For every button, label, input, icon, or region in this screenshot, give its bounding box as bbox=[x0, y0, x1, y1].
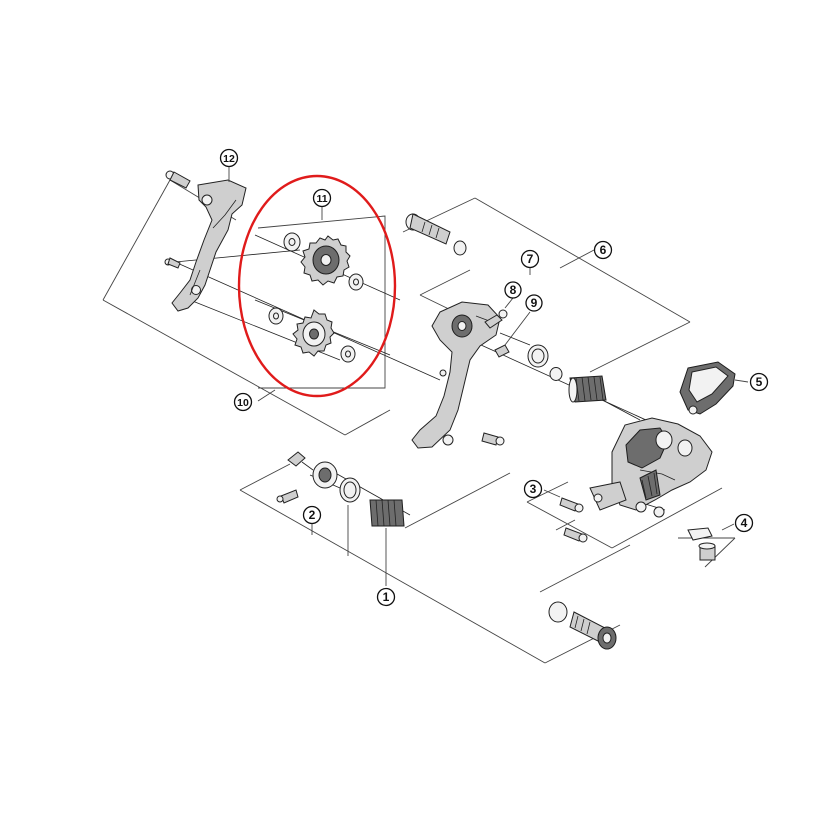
callout-8-label: 8 bbox=[510, 283, 517, 297]
callout-4-label: 4 bbox=[741, 516, 748, 530]
callout-leaders bbox=[228, 167, 749, 586]
callout-4: 4 bbox=[734, 513, 754, 533]
callout-6: 6 bbox=[593, 240, 613, 260]
callout-12: 12 bbox=[219, 148, 239, 168]
callout-7: 7 bbox=[520, 249, 540, 269]
callout-3: 3 bbox=[523, 479, 543, 499]
callout-11-label: 11 bbox=[316, 193, 327, 205]
callout-3-label: 3 bbox=[530, 482, 537, 496]
cover-part bbox=[679, 361, 736, 415]
highlight-ellipse bbox=[237, 174, 397, 398]
callout-6-label: 6 bbox=[600, 243, 607, 257]
adjust-screws-part bbox=[559, 497, 588, 543]
group-outline-4 bbox=[678, 537, 736, 568]
pulley-set-part bbox=[268, 232, 364, 363]
outer-plate-part bbox=[164, 170, 247, 312]
callout-9: 9 bbox=[525, 294, 543, 312]
main-bolt-part bbox=[548, 601, 617, 650]
group-outline-11-box bbox=[257, 215, 386, 389]
callout-10-label: 10 bbox=[237, 397, 249, 409]
callout-1: 1 bbox=[376, 587, 396, 607]
callout-12-label: 12 bbox=[223, 153, 235, 165]
cage-spring bbox=[568, 375, 607, 403]
tension-bolt-part bbox=[405, 213, 607, 403]
callout-5-label: 5 bbox=[756, 375, 763, 389]
b-tension-part bbox=[276, 451, 405, 527]
callout-1-label: 1 bbox=[383, 590, 390, 604]
fixing-bolt-part bbox=[687, 527, 716, 561]
callout-10: 10 bbox=[233, 392, 253, 412]
callout-9-label: 9 bbox=[531, 296, 538, 310]
callout-2: 2 bbox=[302, 505, 322, 525]
callout-8: 8 bbox=[504, 281, 522, 299]
b-spring bbox=[369, 499, 405, 527]
inner-plate-part bbox=[411, 301, 510, 449]
group-outline-3 bbox=[526, 481, 723, 549]
group-outline-1 bbox=[239, 463, 631, 664]
main-body-part bbox=[589, 417, 713, 518]
callout-5: 5 bbox=[749, 372, 769, 392]
callout-11: 11 bbox=[312, 188, 332, 208]
callout-7-label: 7 bbox=[527, 252, 534, 266]
callout-2-label: 2 bbox=[309, 508, 316, 522]
